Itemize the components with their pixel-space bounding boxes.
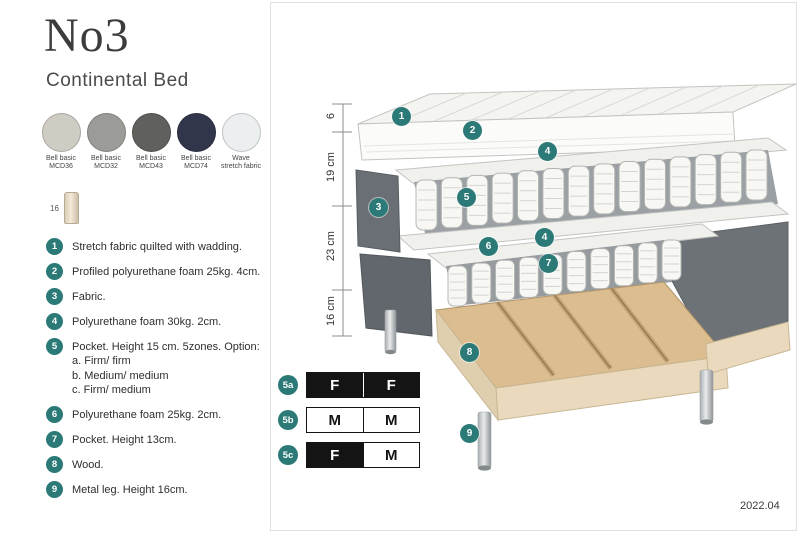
firmness-badge: 5b [278, 410, 298, 430]
option-line: c. Firm/ medium [72, 384, 151, 397]
firmness-box: M M [306, 407, 420, 433]
option-line: b. Medium/ medium [72, 369, 169, 382]
fabric-swatch-icon [41, 113, 81, 152]
legend-item: 4 Polyurethane foam 30kg. 2cm. [46, 313, 274, 330]
legend-badge: 3 [46, 288, 63, 305]
legend-text: Profiled polyurethane foam 25kg. 4cm. [72, 266, 261, 278]
callout-badge: 4 [535, 228, 554, 247]
firmness-box: F M [306, 442, 420, 468]
legend-item: 2 Profiled polyurethane foam 25kg. 4cm. [46, 263, 274, 280]
page-title: No3 [44, 9, 130, 62]
firmness-cell: F [307, 443, 363, 467]
legend: 1 Stretch fabric quilted with wadding. 2… [46, 238, 274, 498]
legend-text-main: Pocket. Height 15 cm. 5zones. Option: [72, 341, 260, 353]
legend-badge: 5 [46, 338, 63, 355]
callout-badge: 1 [392, 107, 411, 126]
legend-item: 5 Pocket. Height 15 cm. 5zones. Option: … [46, 338, 274, 398]
legend-item: 7 Pocket. Height 13cm. [46, 430, 274, 448]
fabric-swatch-icon [221, 113, 261, 152]
legend-badge: 4 [46, 313, 63, 330]
callout-badge: 5 [457, 188, 476, 207]
leg-icon [63, 192, 79, 224]
firmness-row: 5c F M [278, 442, 420, 468]
legend-text: Pocket. Height 13cm. [72, 433, 177, 446]
legend-badge: 6 [46, 405, 63, 423]
legend-text: Polyurethane foam 30kg. 2cm. [72, 316, 222, 328]
legend-text: Fabric. [72, 291, 106, 303]
legend-text: Metal leg. Height 16cm. [72, 483, 188, 496]
dimension-label: 6 [325, 112, 337, 120]
firmness-cell: F [307, 373, 363, 397]
leg-thumbnail: 16 [50, 192, 79, 224]
firmness-box: F F [306, 372, 420, 398]
version-label: 2022.04 [740, 500, 780, 512]
legend-text: Pocket. Height 15 cm. 5zones. Option: a.… [72, 338, 260, 398]
legend-badge: 9 [46, 480, 63, 498]
fabric-swatch-icon [176, 113, 216, 152]
firmness-row: 5b M M [278, 407, 420, 433]
dimension-label: 23 cm [325, 231, 337, 261]
legend-item: 8 Wood. [46, 455, 274, 473]
callout-badge: 4 [538, 142, 557, 161]
callout-badge: 8 [460, 343, 479, 362]
callout-badge: 9 [460, 424, 479, 443]
firmness-cell: M [362, 443, 419, 467]
legend-options: a. Firm/ firm b. Medium/ medium c. Firm/… [72, 354, 260, 398]
legend-item: 1 Stretch fabric quilted with wadding. [46, 238, 274, 255]
legend-text: Polyurethane foam 25kg. 2cm. [72, 408, 222, 421]
callout-badge: 2 [463, 121, 482, 140]
leg-height-label: 16 [50, 203, 59, 213]
firmness-cell: M [307, 408, 363, 432]
legend-badge: 2 [46, 263, 63, 280]
dimension-label: 16 cm [325, 296, 337, 326]
firmness-cell: M [362, 408, 419, 432]
legend-badge: 7 [46, 430, 63, 448]
legend-text: Stretch fabric quilted with wadding. [72, 241, 242, 253]
fabric-swatch-icon [131, 113, 171, 152]
page-subtitle: Continental Bed [46, 70, 189, 91]
firmness-badge: 5c [278, 445, 298, 465]
fabric-swatch-icon [86, 113, 126, 152]
firmness-row: 5a F F [278, 372, 420, 398]
firmness-cell: F [362, 373, 419, 397]
dimension-label: 19 cm [325, 152, 337, 182]
callout-badge: 3 [369, 198, 388, 217]
firmness-badge: 5a [278, 375, 298, 395]
legend-text: Wood. [72, 458, 104, 471]
legend-item: 3 Fabric. [46, 288, 274, 305]
callout-badge: 7 [539, 254, 558, 273]
legend-item: 9 Metal leg. Height 16cm. [46, 480, 274, 498]
legend-badge: 1 [46, 238, 63, 255]
callout-badge: 6 [479, 237, 498, 256]
legend-badge: 8 [46, 455, 63, 473]
option-line: a. Firm/ firm [72, 355, 131, 368]
legend-item: 6 Polyurethane foam 25kg. 2cm. [46, 405, 274, 423]
